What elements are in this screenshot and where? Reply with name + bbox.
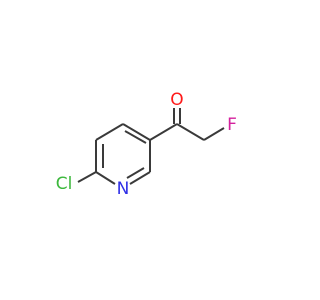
structure-canvas: Cl N O F [55, 90, 237, 199]
oxygen-label: O [170, 90, 183, 110]
bond-carbonyl-ch2 [176, 123, 205, 141]
nitrogen-label: N [117, 179, 130, 199]
chlorine-label: Cl [56, 174, 73, 194]
bond-ring-carbonyl [149, 123, 178, 141]
bond-c4-n [129, 171, 151, 185]
bond-n-c6 [95, 171, 116, 185]
pyridine-ring [95, 123, 151, 185]
bond-c2-c3 [122, 123, 151, 141]
bond-c-cl [77, 171, 97, 183]
bond-ch2-f [203, 127, 225, 141]
molecule-drawing: Cl N O F [56, 90, 237, 199]
bond-c2-c3-inner [124, 130, 147, 144]
bond-c4-n-inner [126, 167, 145, 179]
fluorine-label: F [227, 115, 237, 135]
bond-c5-c1 [95, 123, 124, 141]
